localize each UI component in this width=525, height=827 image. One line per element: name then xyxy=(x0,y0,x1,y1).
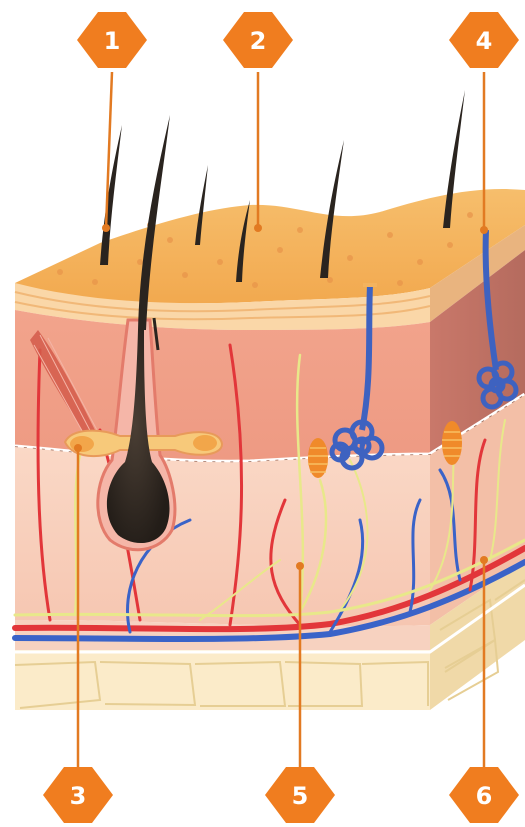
marker-4[interactable]: 4 xyxy=(449,12,519,68)
marker-6[interactable]: 6 xyxy=(449,767,519,823)
marker-2-label: 2 xyxy=(250,27,267,55)
marker-3[interactable]: 3 xyxy=(43,767,113,823)
marker-3-label: 3 xyxy=(70,782,87,810)
marker-1[interactable]: 1 xyxy=(77,12,147,68)
marker-1-label: 1 xyxy=(104,27,121,55)
receptor-2 xyxy=(442,421,462,465)
marker-4-label: 4 xyxy=(476,27,493,55)
receptor-1 xyxy=(308,438,328,478)
marker-2[interactable]: 2 xyxy=(223,12,293,68)
marker-5[interactable]: 5 xyxy=(265,767,335,823)
marker-6-label: 6 xyxy=(476,782,493,810)
marker-5-label: 5 xyxy=(292,782,309,810)
